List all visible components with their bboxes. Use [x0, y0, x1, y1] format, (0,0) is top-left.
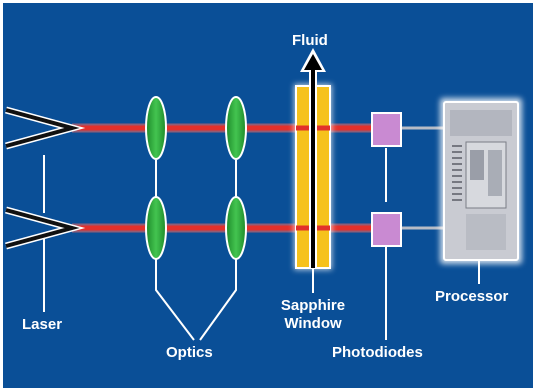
optics-lenses — [145, 96, 247, 260]
processor-chip-icon — [440, 98, 522, 264]
lens-bottom-left — [145, 196, 167, 260]
fluid-flow-arrow — [300, 48, 326, 268]
fluid-label: Fluid — [292, 32, 328, 49]
lens-top-right — [225, 96, 247, 160]
laser-emitter-icon — [5, 106, 86, 250]
photodiode-top — [371, 112, 402, 147]
laser-label: Laser — [22, 316, 63, 333]
photodiode-bottom — [371, 212, 402, 247]
window-label: Window — [284, 315, 342, 332]
optics-label: Optics — [166, 344, 213, 361]
leader-lines — [43, 148, 480, 341]
sapphire-label: Sapphire — [280, 297, 346, 314]
optics-leader-1 — [155, 256, 195, 341]
lens-top-left — [145, 96, 167, 160]
photodiodes — [371, 112, 402, 247]
processor-wires — [400, 126, 446, 230]
lens-bottom-right — [225, 196, 247, 260]
processor-label: Processor — [435, 288, 509, 305]
optics-leader-2 — [199, 256, 237, 341]
photodiodes-label: Photodiodes — [332, 344, 423, 361]
